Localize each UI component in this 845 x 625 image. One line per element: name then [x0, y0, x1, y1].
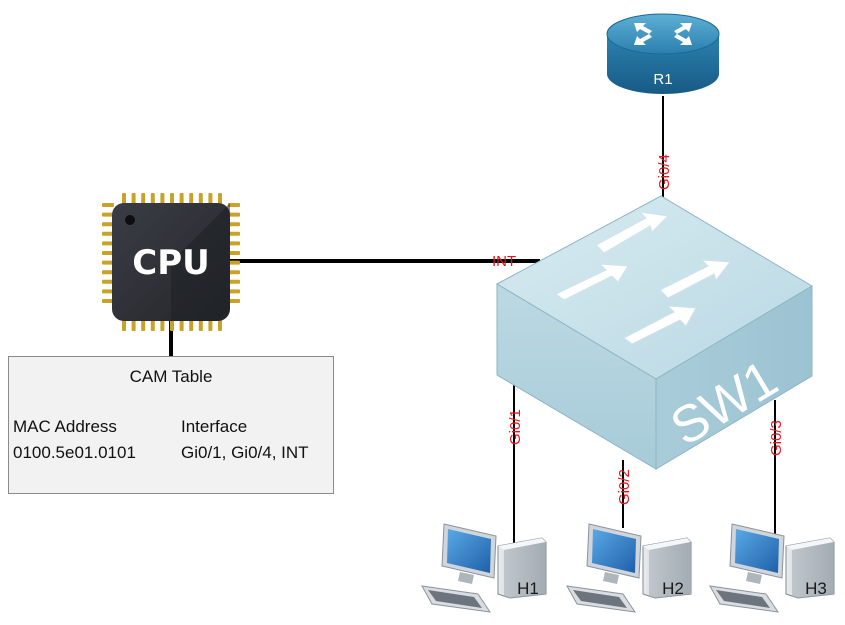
- cam-header-interface: Interface: [181, 417, 248, 436]
- workstation-icon: H2: [566, 523, 692, 613]
- cpu-pin: [102, 270, 114, 275]
- cpu-pin: [228, 251, 240, 255]
- cpu-pin: [122, 319, 126, 331]
- cam-cell-mac: 0100.5e01.0101: [13, 443, 136, 462]
- cpu-pin: [102, 251, 114, 255]
- cpu-pin: [179, 319, 184, 331]
- router-label: R1: [653, 71, 672, 88]
- cpu-pin: [141, 319, 146, 331]
- hosts: H1 H2 H3: [421, 523, 835, 613]
- port-label-h1: Gi0/1: [507, 409, 524, 445]
- cpu-pin: [228, 212, 240, 217]
- port-label-int: INT: [492, 253, 516, 270]
- cpu-pin: [102, 203, 114, 207]
- cpu-pin: [189, 193, 194, 205]
- cpu-pin: [141, 193, 146, 205]
- port-label-h2: Gi0/2: [616, 469, 633, 505]
- cpu-pin: [228, 222, 240, 227]
- cpu-pin: [102, 260, 114, 265]
- host-label: H2: [662, 579, 684, 598]
- workstation-icon: H1: [421, 523, 547, 613]
- port-labels: INT Gi0/4 Gi0/1 Gi0/2 Gi0/3: [492, 154, 785, 505]
- cpu-pin: [102, 241, 114, 246]
- cpu-label: CPU: [132, 243, 209, 283]
- host-label: H3: [805, 579, 827, 598]
- cpu-pin: [160, 319, 165, 331]
- cpu-pin: [150, 319, 155, 331]
- cpu-pin: [160, 193, 165, 205]
- cam-header-mac: MAC Address: [13, 417, 117, 436]
- port-label-h3: Gi0/3: [768, 420, 785, 456]
- cpu-pin: [150, 193, 155, 205]
- cam-table: CAM Table MAC Address Interface 0100.5e0…: [8, 356, 334, 494]
- cpu-pin: [131, 193, 136, 205]
- cpu-pin: [102, 299, 114, 303]
- cpu-pin: [228, 203, 240, 207]
- cpu-chip-icon: CPU: [102, 193, 240, 331]
- cpu-pin: [228, 270, 240, 275]
- cpu-pin: [170, 319, 174, 331]
- cpu-pin: [102, 231, 114, 236]
- cpu-pin: [218, 193, 222, 205]
- cpu-pin: [208, 319, 213, 331]
- cam-table-title: CAM Table: [129, 367, 213, 386]
- cpu-pin: [228, 279, 240, 284]
- cpu-pin: [228, 299, 240, 303]
- cpu-pin: [102, 212, 114, 217]
- cpu-pin: [228, 260, 240, 265]
- cam-cell-interface: Gi0/1, Gi0/4, INT: [181, 443, 309, 462]
- cpu-pin: [198, 319, 203, 331]
- cpu-pin: [189, 319, 194, 331]
- cpu-pin: [102, 289, 114, 294]
- cpu-pin: [198, 193, 203, 205]
- cpu-pin: [228, 241, 240, 246]
- switch-icon: SW1: [495, 195, 813, 470]
- workstation-icon: H3: [709, 523, 835, 613]
- router-icon: R1: [606, 13, 720, 94]
- cpu-pin: [102, 279, 114, 284]
- cpu-pin: [102, 222, 114, 227]
- host-label: H1: [517, 579, 539, 598]
- cpu-pin: [228, 289, 240, 294]
- cpu-pin: [179, 193, 184, 205]
- port-label-r1: Gi0/4: [656, 154, 673, 190]
- cpu-pin: [228, 231, 240, 236]
- cpu-pin: [218, 319, 222, 331]
- cpu-pin: [170, 193, 174, 205]
- cpu-pin: [208, 193, 213, 205]
- cpu-pin: [122, 193, 126, 205]
- cpu-pin: [131, 319, 136, 331]
